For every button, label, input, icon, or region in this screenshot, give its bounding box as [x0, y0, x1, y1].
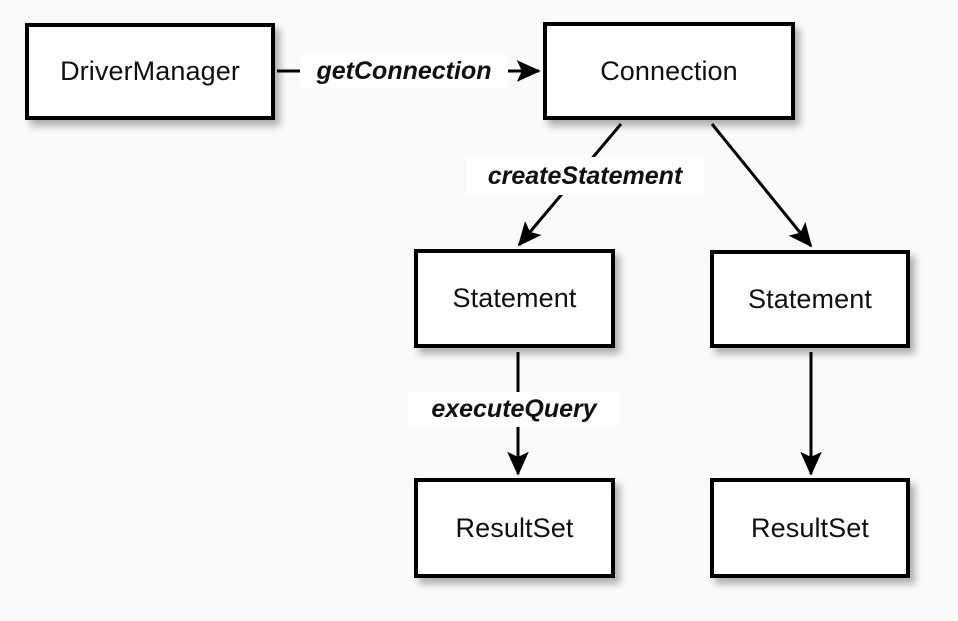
node-label-driver-manager: DriverManager: [60, 56, 240, 86]
edge-label-create-statement: createStatement: [466, 157, 704, 195]
edge-label-get-connection: getConnection: [300, 53, 508, 89]
node-label-resultset-1: ResultSet: [455, 512, 574, 543]
node-label-statement-1: Statement: [452, 283, 577, 313]
node-resultset-1[interactable]: ResultSet: [414, 478, 615, 578]
node-label-resultset-2: ResultSet: [751, 512, 869, 543]
node-connection[interactable]: Connection: [543, 22, 795, 120]
node-statement-2[interactable]: Statement: [710, 250, 910, 348]
node-label-statement-2: Statement: [748, 283, 872, 314]
node-statement-1[interactable]: Statement: [414, 249, 615, 348]
node-resultset-2[interactable]: ResultSet: [710, 478, 910, 578]
node-driver-manager[interactable]: DriverManager: [25, 23, 275, 120]
node-label-connection: Connection: [600, 55, 738, 86]
edge-label-execute-query: executeQuery: [408, 392, 620, 427]
edge-line-create-statement-2: [710, 123, 813, 248]
